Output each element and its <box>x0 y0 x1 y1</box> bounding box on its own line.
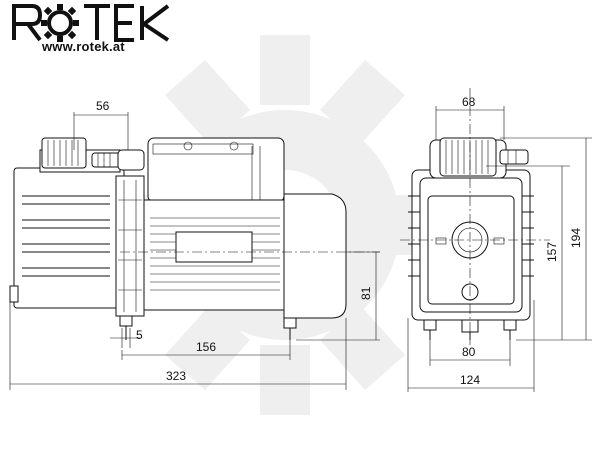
dim-front-base-width: 80 <box>462 345 476 359</box>
dim-side-length-motor: 156 <box>196 340 216 354</box>
terminal-box <box>147 137 285 203</box>
motor-fins <box>150 217 280 291</box>
dim-side-top-width: 56 <box>96 99 110 113</box>
oil-cap <box>41 137 87 169</box>
cooling-fins <box>22 195 110 277</box>
front-dimensions: 68 157 194 80 124 <box>407 95 592 392</box>
dim-side-height: 81 <box>359 286 373 300</box>
dim-front-top-width: 68 <box>462 95 476 109</box>
motor-body <box>143 199 285 311</box>
dim-front-total-width: 124 <box>460 373 480 387</box>
motor-end-cap <box>283 193 347 319</box>
brand: www.rotek.at <box>8 2 208 56</box>
dim-side-offset: 5 <box>136 328 143 342</box>
pump-housing <box>13 167 125 309</box>
flange-plate <box>115 175 145 317</box>
dim-side-total-length: 323 <box>166 369 186 383</box>
front-view <box>400 88 550 345</box>
brand-url[interactable]: www.rotek.at <box>42 39 125 54</box>
rotek-logo <box>12 3 170 42</box>
side-dimensions: 56 5 156 323 81 <box>9 99 380 390</box>
front-housing <box>411 169 531 321</box>
side-view <box>9 137 380 340</box>
dim-front-axis-height: 157 <box>545 242 559 262</box>
dim-front-total-height: 194 <box>569 228 583 248</box>
front-oil-cap <box>439 137 497 177</box>
